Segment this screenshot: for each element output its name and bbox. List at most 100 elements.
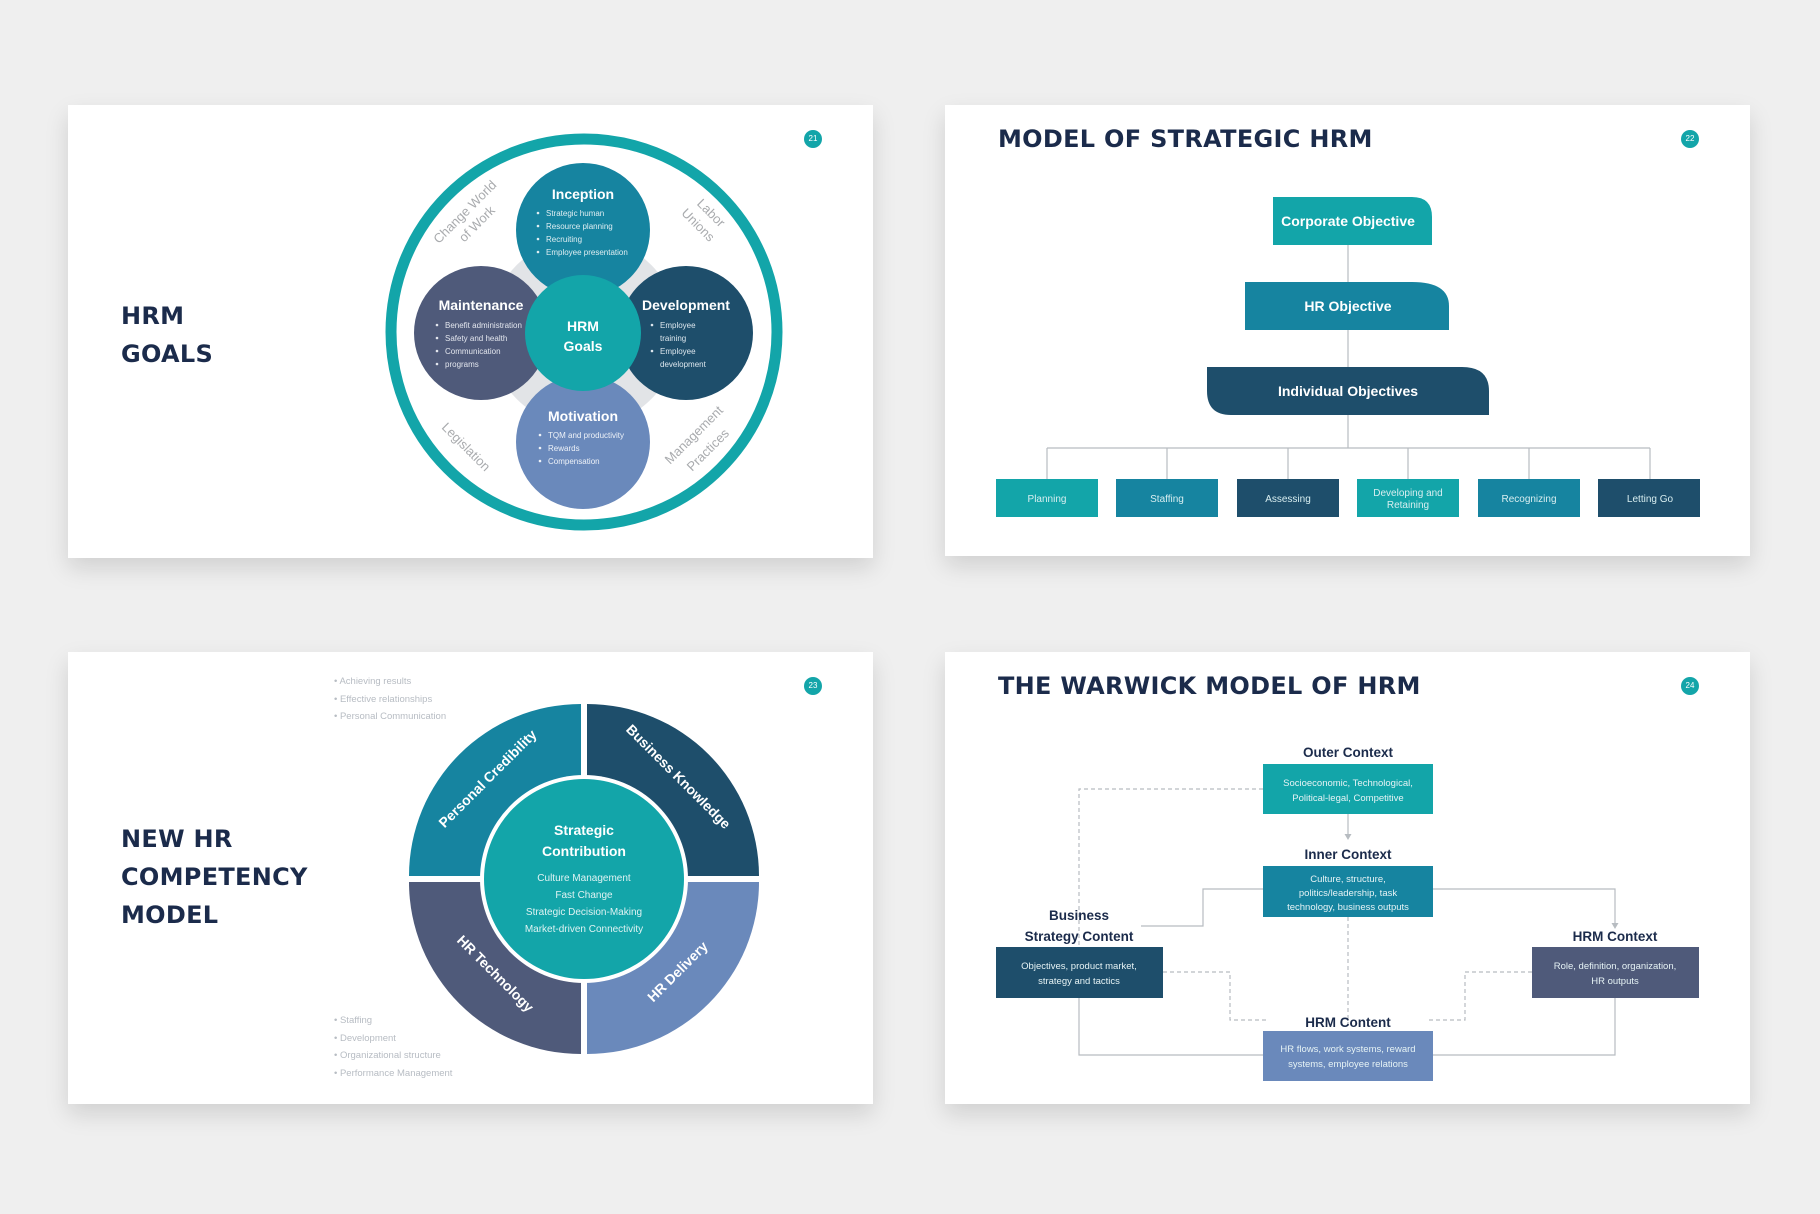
tier-label-corporate: Corporate Objective (1281, 213, 1415, 229)
corporate-objective-box (1273, 197, 1432, 245)
motivation-title: Motivation (548, 408, 618, 424)
inception-circle (516, 163, 650, 297)
function-label: Assessing (1265, 494, 1311, 505)
inception-item: Strategic human (546, 209, 604, 218)
page-number: 23 (804, 677, 822, 695)
center-title-1: Strategic (554, 822, 614, 838)
inner-context-text: Culture, structure, (1310, 874, 1386, 885)
business-strategy-text: Objectives, product market, (1021, 961, 1137, 972)
strategic-hrm-diagram: Corporate Objective HR Objective Individ… (996, 197, 1700, 517)
hrm-content-box (1263, 1031, 1433, 1081)
slide-title: NEW HR COMPETENCY MODEL (121, 825, 308, 929)
maintenance-title: Maintenance (439, 297, 524, 313)
center-circle (484, 779, 684, 979)
solid-connectors (1078, 814, 1616, 1056)
outer-context-text: Political-legal, Competitive (1292, 793, 1403, 804)
bullet-item: Effective relationships (334, 691, 446, 709)
maintenance-item: Communication (445, 347, 501, 356)
business-strategy-box (996, 947, 1163, 998)
tier-label-individual: Individual Objectives (1278, 383, 1418, 399)
motivation-item: Compensation (548, 457, 600, 466)
hrm-content-label: HRM Content (1305, 1015, 1391, 1030)
bullet-item: Achieving results (334, 673, 446, 691)
bullet-item: Staffing (334, 1012, 452, 1030)
function-label-developing-1: Developing and (1373, 488, 1443, 499)
center-circle (525, 275, 641, 391)
inception-item: Employee presentation (546, 248, 628, 257)
maintenance-item: Safety and health (445, 334, 507, 343)
slide-title: MODEL OF STRATEGIC HRM (998, 125, 1373, 153)
inner-context-label: Inner Context (1304, 847, 1392, 862)
function-label: Staffing (1150, 494, 1184, 505)
bullet-item: Personal Communication (334, 708, 446, 726)
development-item: Employee (660, 321, 696, 330)
maintenance-circle (414, 266, 548, 400)
development-title: Development (642, 297, 730, 313)
center-item: Strategic Decision-Making (526, 907, 642, 918)
center-item: Culture Management (537, 873, 631, 884)
function-box-recognizing (1478, 479, 1580, 517)
slide-hrm-goals[interactable]: 21 HRM GOALS HRM Goals Inception Strateg… (68, 105, 873, 558)
motivation-item: TQM and productivity (548, 431, 624, 440)
inner-context-text: politics/leadership, task (1299, 888, 1397, 899)
bullet-item: Performance Management (334, 1065, 452, 1083)
center-label-2: Goals (564, 338, 603, 354)
hrm-content-text: systems, employee relations (1288, 1059, 1408, 1070)
business-strategy-label-1: Business (1049, 908, 1109, 923)
page-number: 24 (1681, 677, 1699, 695)
inception-title: Inception (552, 186, 614, 202)
function-label: Letting Go (1627, 494, 1674, 505)
slide-strategic-hrm[interactable]: 22 MODEL OF STRATEGIC HRM Corporate Obje… (945, 105, 1750, 556)
dashed-connectors (1078, 788, 1532, 1027)
page-number: 22 (1681, 130, 1699, 148)
function-box-planning (996, 479, 1098, 517)
hrm-context-label: HRM Context (1573, 929, 1658, 944)
page-number: 21 (804, 130, 822, 148)
slide-warwick-model[interactable]: 24 THE WARWICK MODEL OF HRM Outer Contex… (945, 652, 1750, 1104)
top-bullet-list: Achieving results Effective relationship… (334, 673, 446, 726)
inception-item: Recruiting (546, 235, 582, 244)
connectors (1046, 245, 1651, 479)
development-item: training (660, 334, 686, 343)
hrm-context-text: Role, definition, organization, (1554, 961, 1677, 972)
development-item: Employee (660, 347, 696, 356)
bullet-item: Development (334, 1030, 452, 1048)
maintenance-item: programs (445, 360, 479, 369)
hrm-context-box (1532, 947, 1699, 998)
slide-competency-model[interactable]: 23 NEW HR COMPETENCY MODEL Achieving res… (68, 652, 873, 1104)
function-box-staffing (1116, 479, 1218, 517)
motivation-circle (516, 375, 650, 509)
hrm-context-text: HR outputs (1591, 976, 1639, 987)
center-item: Fast Change (555, 890, 613, 901)
warwick-diagram: Outer Context Inner Context Business Str… (996, 745, 1699, 1081)
tier-label-hr: HR Objective (1304, 298, 1391, 314)
function-label-developing-2: Retaining (1387, 500, 1429, 511)
business-strategy-label-2: Strategy Content (1025, 929, 1134, 944)
inner-context-box (1263, 866, 1433, 917)
outer-context-text: Socioeconomic, Technological, (1283, 778, 1413, 789)
hr-objective-box (1245, 282, 1449, 330)
outer-context-label: Outer Context (1303, 745, 1394, 760)
function-boxes (996, 479, 1700, 517)
competency-diagram: Personal Credibility Business Knowledge … (409, 704, 759, 1054)
maintenance-item: Benefit administration (445, 321, 522, 330)
hrm-goals-diagram: HRM Goals Inception Strategic human Reso… (385, 133, 783, 531)
development-circle (619, 266, 753, 400)
function-label: Planning (1028, 494, 1067, 505)
center-title-2: Contribution (542, 843, 626, 859)
bottom-bullet-list: Staffing Development Organizational stru… (334, 1012, 452, 1082)
development-item: development (660, 360, 707, 369)
bullet-item: Organizational structure (334, 1047, 452, 1065)
business-strategy-text: strategy and tactics (1038, 976, 1120, 987)
outer-context-box (1263, 764, 1433, 814)
inception-item: Resource planning (546, 222, 613, 231)
inner-context-text: technology, business outputs (1287, 902, 1409, 913)
function-box-letting-go (1598, 479, 1700, 517)
individual-objectives-box (1207, 367, 1489, 415)
slide-title: THE WARWICK MODEL OF HRM (998, 672, 1421, 700)
function-box-assessing (1237, 479, 1339, 517)
center-label-1: HRM (567, 318, 599, 334)
slide-title: HRM GOALS (121, 302, 214, 368)
center-item: Market-driven Connectivity (525, 924, 643, 935)
motivation-item: Rewards (548, 444, 580, 453)
